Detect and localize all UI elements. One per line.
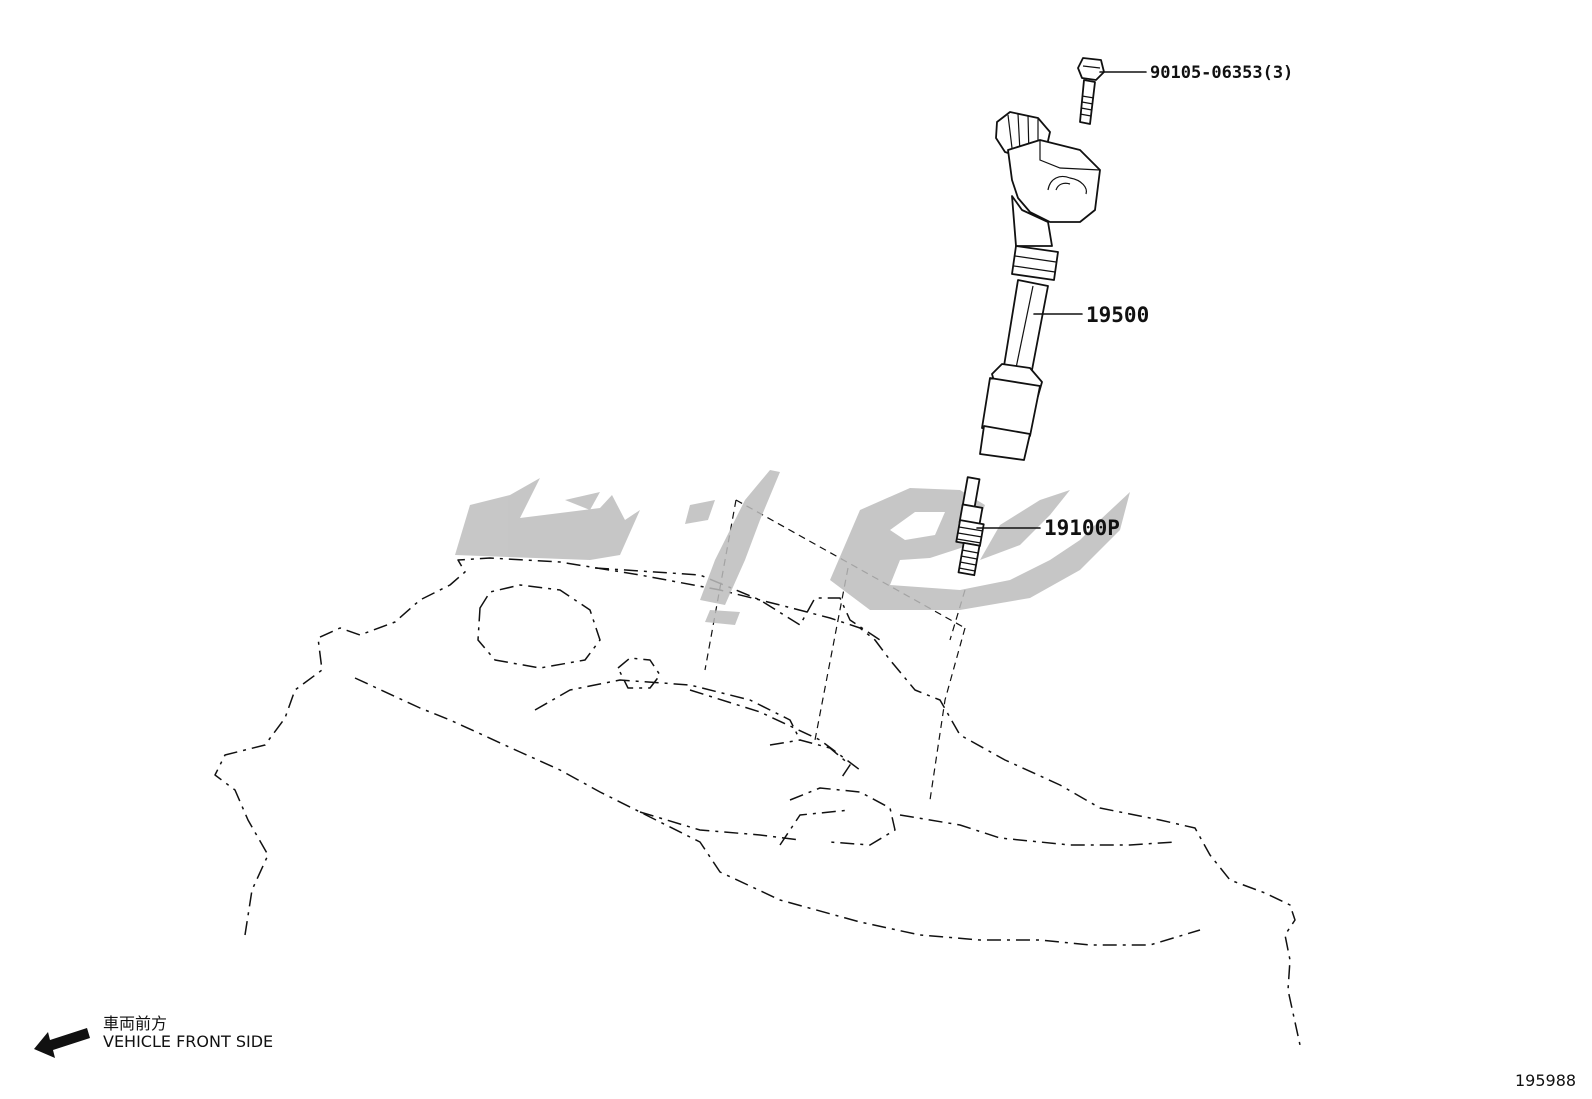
spark-plug-part-number: 19100P <box>1044 516 1120 540</box>
ignition-coil-part-number: 19500 <box>1086 303 1149 327</box>
arrow-left-down-icon <box>34 1028 90 1058</box>
watermark-logo <box>455 470 1130 625</box>
engine-outline <box>214 557 1301 1046</box>
figure-id: 195988 <box>1515 1071 1577 1090</box>
direction-label-jp: 車両前方 <box>103 1014 168 1033</box>
spark-plug <box>955 476 985 577</box>
bolt-part-number: 90105-06353(3) <box>1150 63 1293 83</box>
ignition-coil <box>979 111 1101 461</box>
leader-lines <box>976 71 1147 529</box>
bolt <box>1077 57 1105 125</box>
direction-label-en: VEHICLE FRONT SIDE <box>103 1032 274 1051</box>
